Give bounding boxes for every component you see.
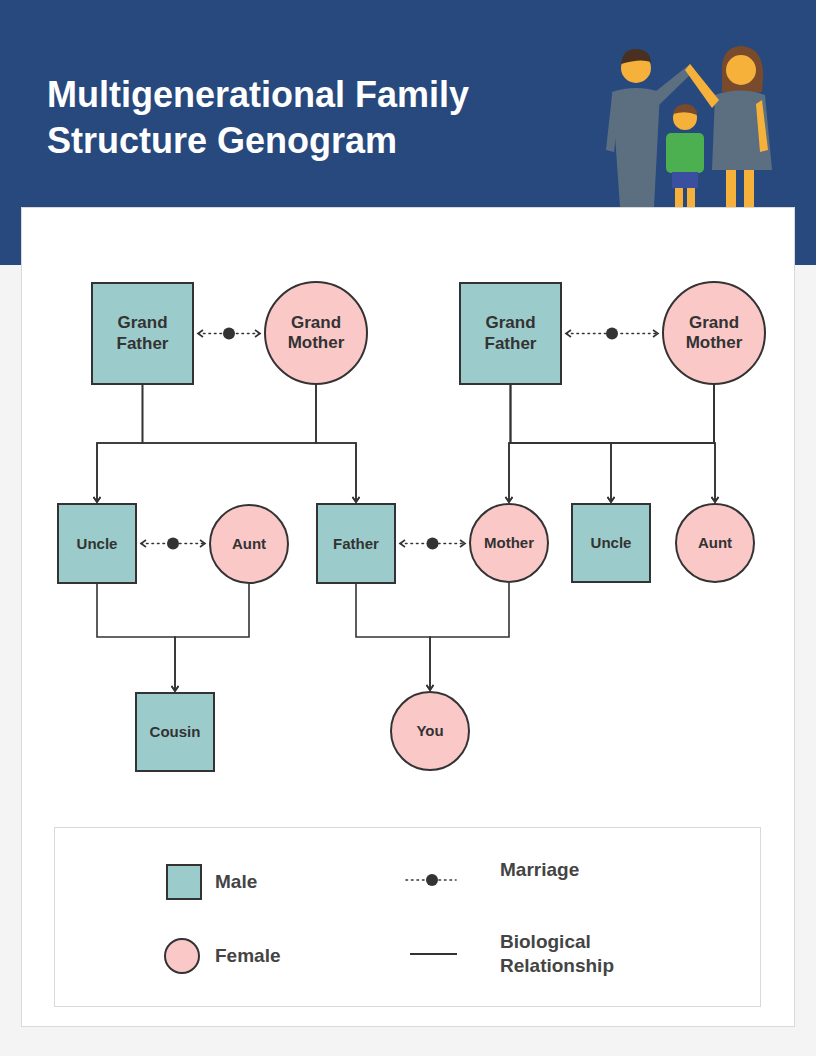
marriage-link [141, 538, 205, 550]
node-label: Aunt [678, 534, 752, 552]
biological-link [316, 385, 356, 502]
male-box: Father [316, 503, 396, 584]
legend-label: Female [215, 944, 335, 968]
biological-link [714, 385, 715, 502]
male-box: Uncle [57, 503, 137, 584]
legend-label: Biological Relationship [500, 930, 630, 978]
marriage-link [566, 328, 658, 340]
female-circle: Grand Mother [264, 281, 368, 385]
node-label: You [393, 722, 467, 740]
female-circle: Mother [469, 503, 549, 583]
legend-swatch [166, 864, 202, 900]
male-box: Cousin [135, 692, 215, 772]
biological-link [509, 385, 714, 502]
page-title: Multigenerational Family Structure Genog… [47, 72, 507, 164]
biological-link [430, 583, 509, 690]
female-circle: You [390, 691, 470, 771]
node-label: Mother [472, 534, 546, 552]
biological-link [175, 584, 249, 691]
biological-link [97, 385, 316, 502]
node-label: Grand Father [108, 313, 178, 354]
male-box: Grand Father [91, 282, 194, 385]
biological-link [97, 584, 175, 691]
marriage-link [198, 328, 260, 340]
biological-link [611, 385, 714, 502]
node-label: Grand Father [476, 313, 546, 354]
node-label: Aunt [212, 535, 286, 553]
legend-label: Marriage [500, 858, 650, 882]
legend-swatch [164, 938, 200, 974]
female-circle: Aunt [675, 503, 755, 583]
node-label: Uncle [60, 535, 134, 553]
node-label: Grand Mother [679, 313, 749, 354]
male-box: Uncle [571, 503, 651, 583]
marriage-link [400, 538, 465, 550]
legend-label: Male [215, 870, 335, 894]
female-circle: Aunt [209, 504, 289, 584]
node-label: Cousin [138, 723, 212, 741]
node-label: Grand Mother [281, 313, 351, 354]
node-label: Uncle [574, 534, 648, 552]
male-box: Grand Father [459, 282, 562, 385]
female-circle: Grand Mother [662, 281, 766, 385]
node-label: Father [319, 535, 393, 553]
legend-box [54, 827, 761, 1007]
biological-link [356, 584, 430, 690]
